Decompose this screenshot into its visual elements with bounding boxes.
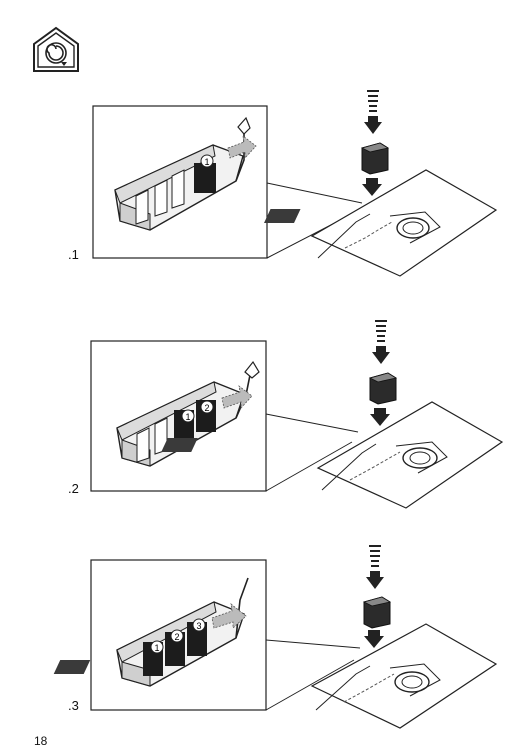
step-2-filter-block-1 (174, 410, 194, 442)
step-2-badge-1 (181, 409, 195, 423)
svg-text:1: 1 (185, 412, 190, 422)
step-2-filter-cube-icon (368, 372, 398, 405)
step-1-filter-cube-icon (360, 142, 390, 175)
step-1-filter-housing: 1 (114, 116, 257, 231)
page-number: 18 (34, 734, 48, 748)
step-1-detail-frame (92, 105, 268, 259)
step-3-filter-housing: 1 2 3 (116, 577, 249, 687)
step-3-filter-block-3 (187, 622, 207, 656)
step-3-filter-cube-icon (362, 596, 392, 629)
step-1-label: .1 (68, 247, 79, 262)
step-2-filter-housing: 1 2 (116, 360, 260, 467)
step-2-badge-2 (200, 400, 214, 414)
recirculation-house-icon (33, 26, 79, 72)
step-3-badge-2 (170, 629, 184, 643)
step-1-insert-arrow-icon (227, 135, 257, 160)
step-2-down-arrows (370, 320, 390, 426)
svg-text:1: 1 (154, 643, 159, 653)
step-2-filter-block-2 (196, 400, 216, 432)
step-1-hob-plate (264, 169, 498, 277)
step-3-filter-block-2 (165, 632, 185, 666)
svg-text:1: 1 (204, 157, 209, 167)
svg-text:2: 2 (204, 403, 209, 413)
step-3-badge-3 (192, 618, 206, 632)
step-3-down-arrows (364, 545, 384, 648)
svg-text:2: 2 (174, 632, 179, 642)
step-3-hob-plate (53, 623, 498, 729)
step-3-badge-1 (150, 640, 164, 654)
step-1-down-arrows (362, 90, 382, 196)
step-3-detail-frame (90, 559, 267, 711)
step-2-detail-frame (90, 340, 267, 492)
step-3-filter-block-1 (143, 642, 163, 676)
step-2-hob-plate (161, 401, 504, 509)
svg-text:3: 3 (196, 621, 201, 631)
step-2-label: .2 (68, 481, 79, 496)
step-1-badge-1 (200, 154, 214, 168)
step-3-label: .3 (68, 698, 79, 713)
step-3-insert-arrow-icon (211, 603, 247, 629)
step-1-filter-block (194, 163, 216, 193)
step-2-insert-arrow-icon (221, 385, 253, 410)
